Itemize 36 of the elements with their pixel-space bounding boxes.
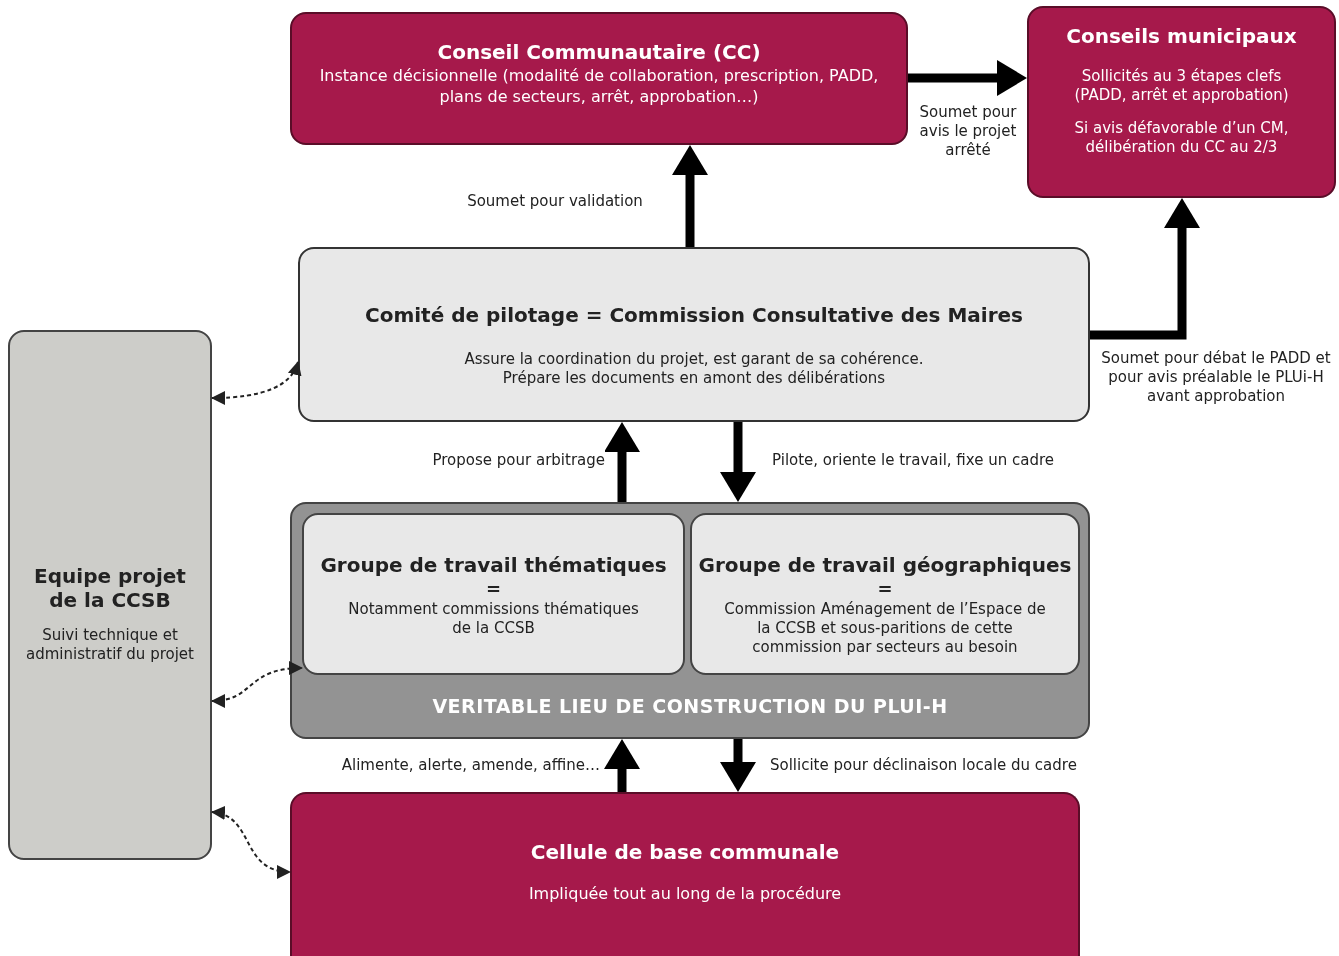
workgroup-box xyxy=(302,513,685,675)
dotted-arrow xyxy=(211,361,301,405)
node-description: Si avis défavorable d’un CM, délibération du CC au 2/3 xyxy=(1073,119,1290,157)
node-description: Sollicités au 3 étapes clefs (PADD, arrêt et approbation) xyxy=(1073,67,1290,105)
node-title: VERITABLE LIEU DE CONSTRUCTION DU PLUI-H xyxy=(432,693,948,719)
team-panel xyxy=(8,330,212,860)
node-description: Instance décisionnelle (modalité de collaboration, prescription, PADD, plans de secteurs, arrêt, approbation…) xyxy=(318,65,880,107)
arrow xyxy=(908,60,1027,96)
node-title: Cellule de base communale xyxy=(530,840,840,865)
equals-sign: = xyxy=(877,578,893,600)
arrow xyxy=(1090,198,1200,340)
node-description: Notamment commissions thématiques de la CCSB xyxy=(347,600,640,638)
committee-box xyxy=(298,247,1090,422)
workgroup-band xyxy=(290,502,1090,739)
arrow xyxy=(604,422,640,502)
arrow xyxy=(720,739,756,792)
node-title: Comité de pilotage = Commission Consultative des Maires xyxy=(365,303,1023,328)
node-title: Conseils municipaux xyxy=(1066,24,1297,49)
node-description: Commission Aménagement de l’Espace de la CCSB et sous-paritions de cette commission par secteurs au besoin xyxy=(723,600,1047,657)
node-description: Impliquée tout au long de la procédure xyxy=(528,883,842,904)
dotted-arrow xyxy=(211,661,303,708)
equals-sign: = xyxy=(485,578,502,600)
node-description: Suivi technique et administratif du projet xyxy=(25,626,195,664)
decision-box xyxy=(290,12,908,145)
council-box xyxy=(1027,6,1336,198)
node-description: Assure la coordination du projet, est garant de sa cohérence. Prépare les documents en amont des délibérations xyxy=(463,350,925,388)
node-title: Equipe projet de la CCSB xyxy=(33,564,187,612)
arrow xyxy=(604,739,640,792)
workgroup-box xyxy=(690,513,1080,675)
node-title: Groupe de travail géographiques xyxy=(698,553,1072,578)
arrow xyxy=(720,422,756,502)
dotted-arrow xyxy=(211,807,291,878)
base-cell-box xyxy=(290,792,1080,956)
node-title: Conseil Communautaire (CC) xyxy=(437,40,761,65)
node-title: Groupe de travail thématiques xyxy=(320,553,667,578)
arrow xyxy=(672,145,708,247)
